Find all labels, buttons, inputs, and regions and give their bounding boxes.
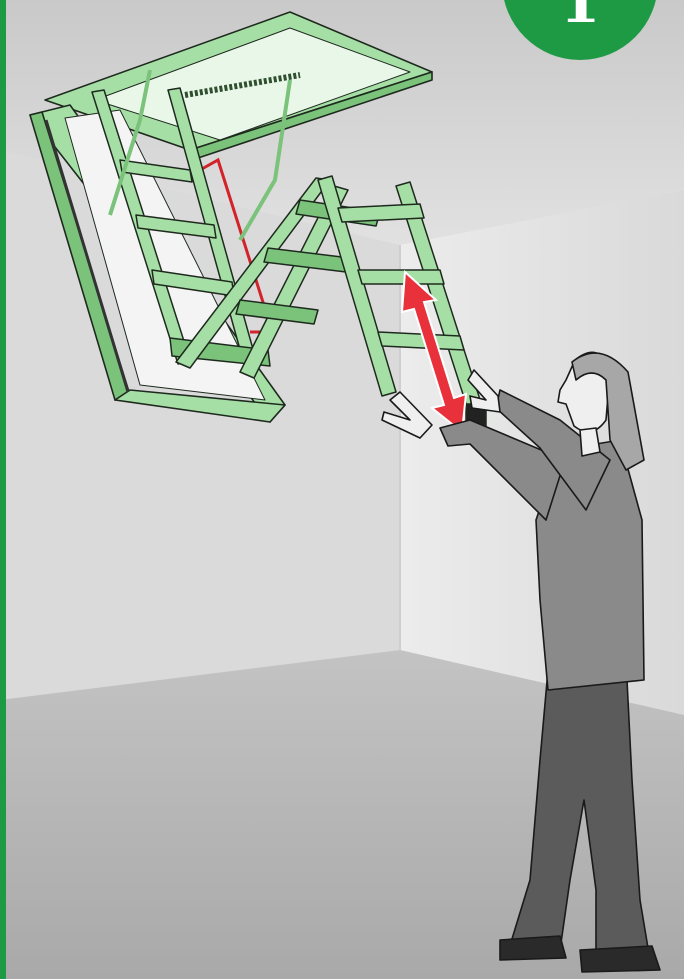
person-shoe-right [580, 946, 660, 972]
person-neck [580, 428, 600, 456]
left-border-stripe [0, 0, 6, 979]
step-number: 1 [560, 0, 600, 36]
ladder-tread [338, 204, 424, 222]
person-shoe-left [500, 936, 566, 960]
ladder-tread [358, 270, 444, 284]
